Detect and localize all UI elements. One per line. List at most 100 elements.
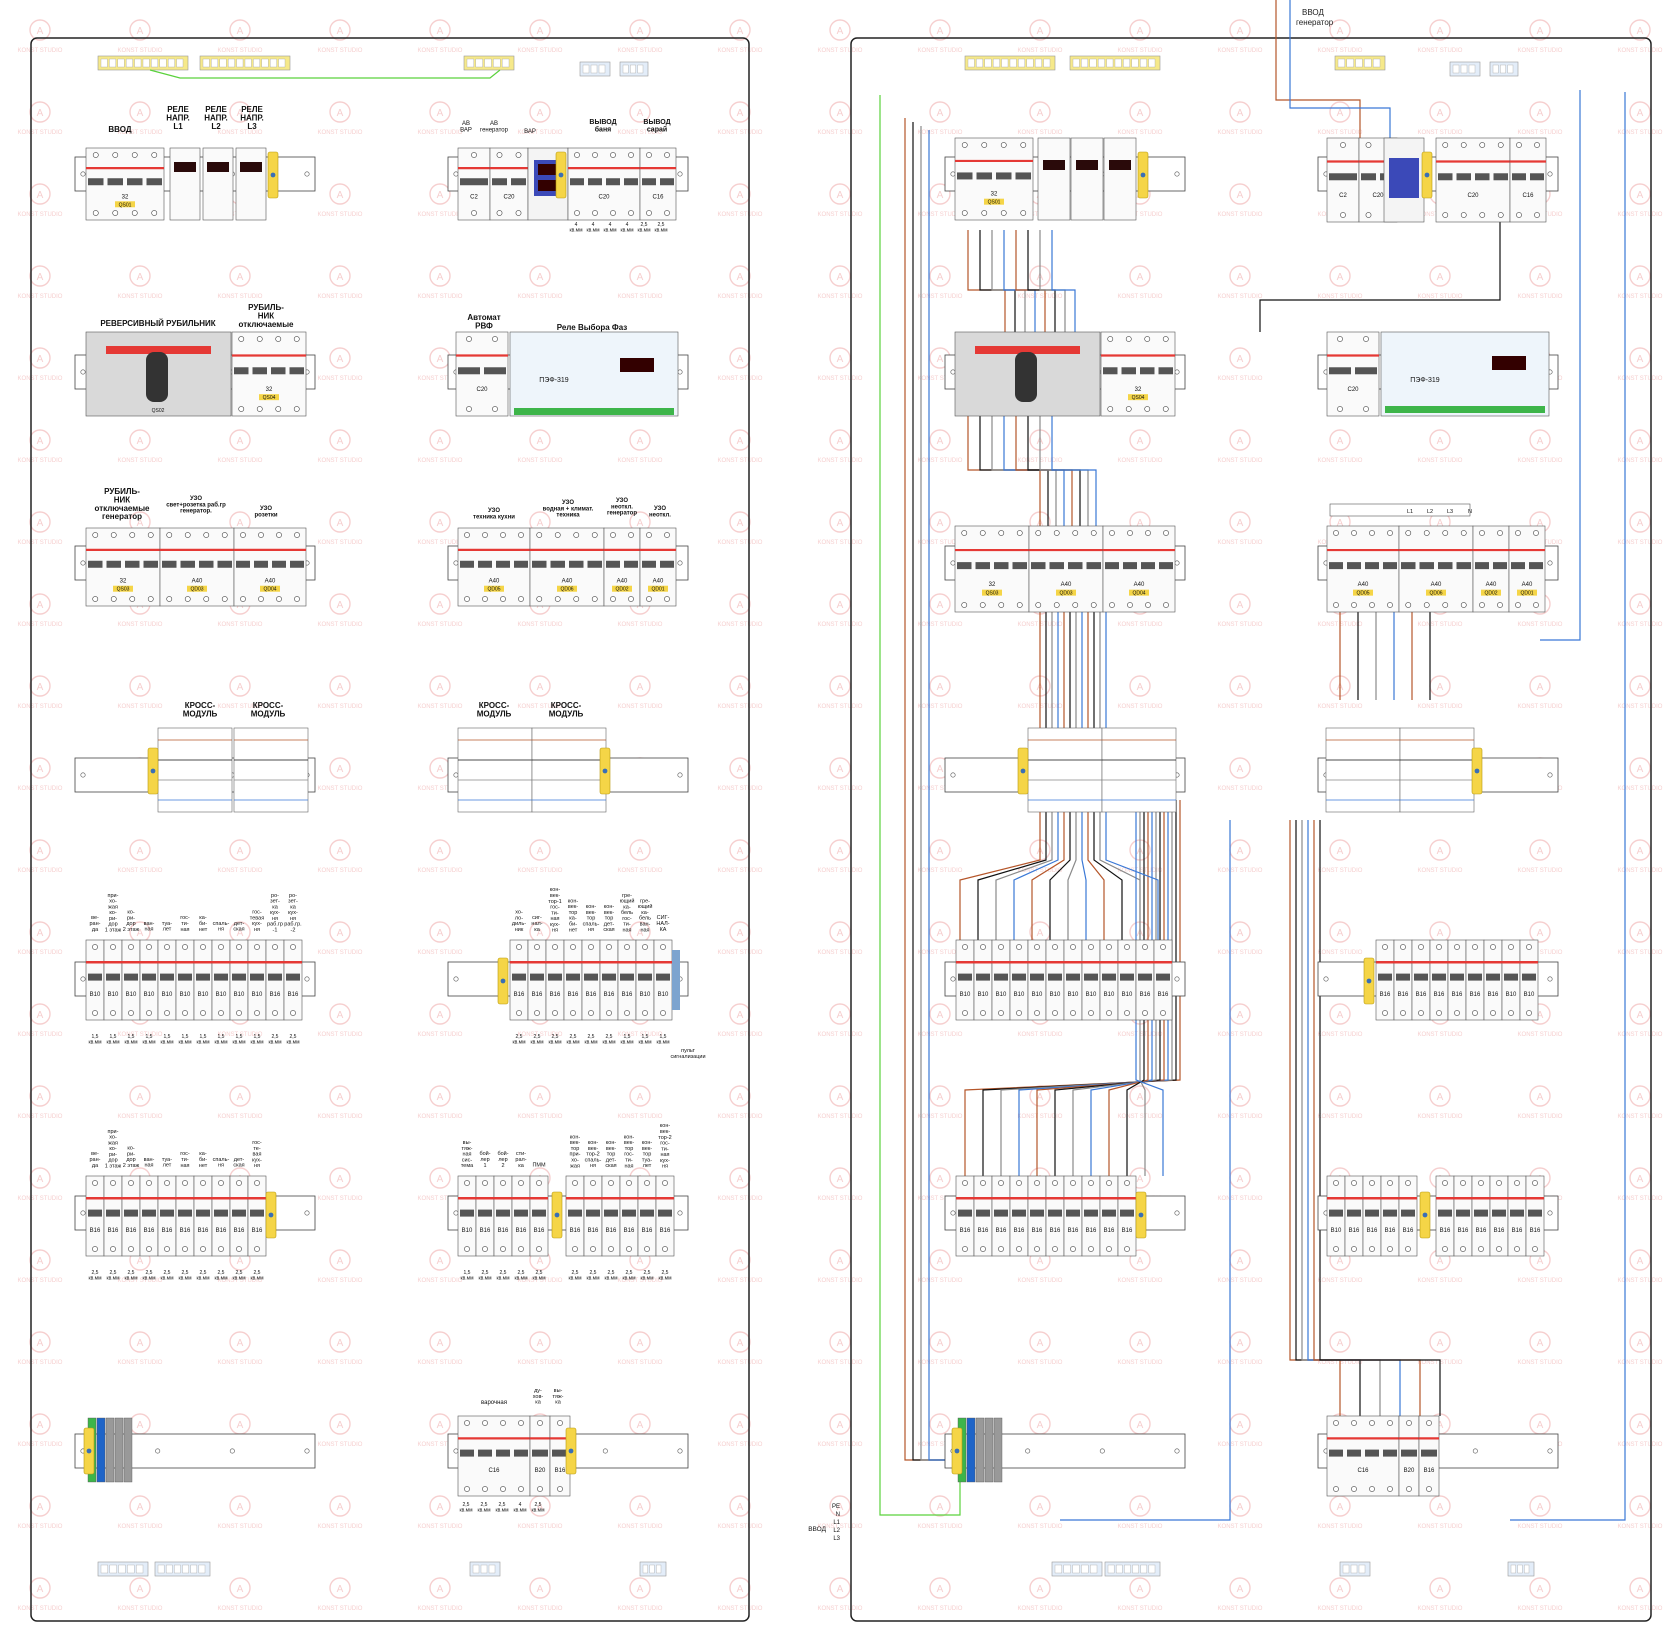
end-clamp (951, 1427, 963, 1475)
terminal-top (1442, 1180, 1448, 1186)
toggle (514, 1449, 528, 1457)
bar-slot (1468, 64, 1476, 74)
terminal-bottom (182, 1246, 188, 1252)
terminal-bottom (1405, 1246, 1411, 1252)
rail-hole (80, 369, 86, 375)
pef-body (509, 331, 679, 417)
toggle (976, 973, 990, 981)
bar-slot (1001, 58, 1009, 68)
left-row6b-breaker-2: B16 (583, 1175, 603, 1257)
terminal-top (236, 944, 242, 950)
toggle (217, 560, 232, 568)
position-tag (1426, 589, 1446, 596)
bar-slot (484, 58, 492, 68)
terminal-top (588, 944, 594, 950)
position-tag (113, 585, 133, 592)
terminal-top (482, 532, 488, 538)
terminal-bottom (1387, 1246, 1393, 1252)
input-label-pe: PE (832, 1504, 840, 1510)
terminal-top (1442, 142, 1449, 148)
position-tag (1129, 589, 1149, 596)
bar-slot (159, 58, 167, 68)
terminal-top (471, 152, 477, 158)
terminal-top (610, 532, 616, 538)
terminal-top (518, 532, 524, 538)
terminal-bottom (518, 1246, 524, 1252)
terminal-bottom (236, 1010, 242, 1016)
left-row5-breaker-12: B16 (283, 939, 303, 1021)
row6-left-label: гос-ти-ная (180, 1151, 190, 1169)
rail-hole (1547, 976, 1553, 982)
rating-label: B10 (1068, 992, 1079, 998)
terminal-top (981, 142, 988, 148)
clamp-screw (86, 1448, 92, 1454)
terminal-bottom (166, 596, 173, 602)
terminal-bottom (1144, 406, 1151, 412)
toggle (1102, 973, 1116, 981)
terminal-bottom (1162, 406, 1169, 412)
bar-slot (176, 58, 184, 68)
rating-label: B16 (978, 1228, 989, 1234)
toggle (1438, 562, 1453, 570)
left-row5b-breaker-2: B16 (527, 939, 547, 1021)
terminal-bottom (626, 1246, 632, 1252)
toggle (1102, 1209, 1116, 1217)
rating-label: B16 (1434, 992, 1445, 998)
rating-label: B16 (660, 1228, 671, 1234)
toggle (1347, 562, 1361, 570)
rating-label: B16 (252, 1228, 263, 1234)
terminal-top (518, 1180, 524, 1186)
toggle (1159, 562, 1173, 570)
position-tag (187, 585, 207, 592)
rating-label: B10 (658, 992, 669, 998)
toggle (88, 1209, 102, 1217)
terminal-top (1072, 530, 1079, 536)
toggle (1048, 973, 1062, 981)
terminal-bottom (240, 596, 246, 602)
terminal-top (110, 944, 116, 950)
bar-slot (590, 64, 598, 74)
left-row6b-breaker-3: B16 (601, 1175, 621, 1257)
row5-left-label: ван-ная (144, 921, 155, 933)
breaker-module: C16 (1326, 1415, 1400, 1497)
bar-slot (649, 1564, 655, 1574)
var-display-screen (538, 180, 558, 191)
terminal-top (962, 1180, 968, 1186)
pef-label: ПЭФ-319 (539, 377, 569, 384)
terminal-top (1333, 530, 1339, 536)
rail-hole (304, 171, 310, 177)
bar-slot (134, 58, 142, 68)
terminal-bottom (147, 596, 154, 602)
right-row5-breaker-2: B10 (973, 939, 993, 1021)
bar-slot (202, 58, 210, 68)
terminal-bottom (570, 1010, 576, 1016)
rating-label: A40 (653, 579, 664, 585)
terminal-bottom (1088, 1246, 1094, 1252)
terminal-bottom (1479, 602, 1485, 608)
terminal-bottom (610, 210, 616, 216)
terminal-bottom (554, 596, 561, 602)
phase-relay-module: ПЭФ-319 (509, 331, 679, 417)
bar-slot (1009, 58, 1017, 68)
terminal-bottom (1454, 1010, 1460, 1016)
terminal-bottom (464, 1486, 470, 1492)
right-row5b-breaker-8: B10 (1501, 939, 1521, 1021)
terminal-top (606, 944, 612, 950)
terminal-bottom (146, 1010, 152, 1016)
toggle (1068, 562, 1083, 570)
terminal-top (184, 532, 191, 538)
bar-slot (582, 64, 590, 74)
position-tag-label: QS01 (119, 202, 132, 208)
terminal-top (628, 152, 634, 158)
rating-label: B16 (534, 1228, 545, 1234)
rail-hole (950, 1210, 956, 1216)
toggle (1401, 562, 1416, 570)
rating-label: B16 (1470, 992, 1481, 998)
stove-feed-wire (1319, 820, 1441, 1416)
rail-hole (304, 1210, 310, 1216)
position-tag (984, 198, 1004, 205)
